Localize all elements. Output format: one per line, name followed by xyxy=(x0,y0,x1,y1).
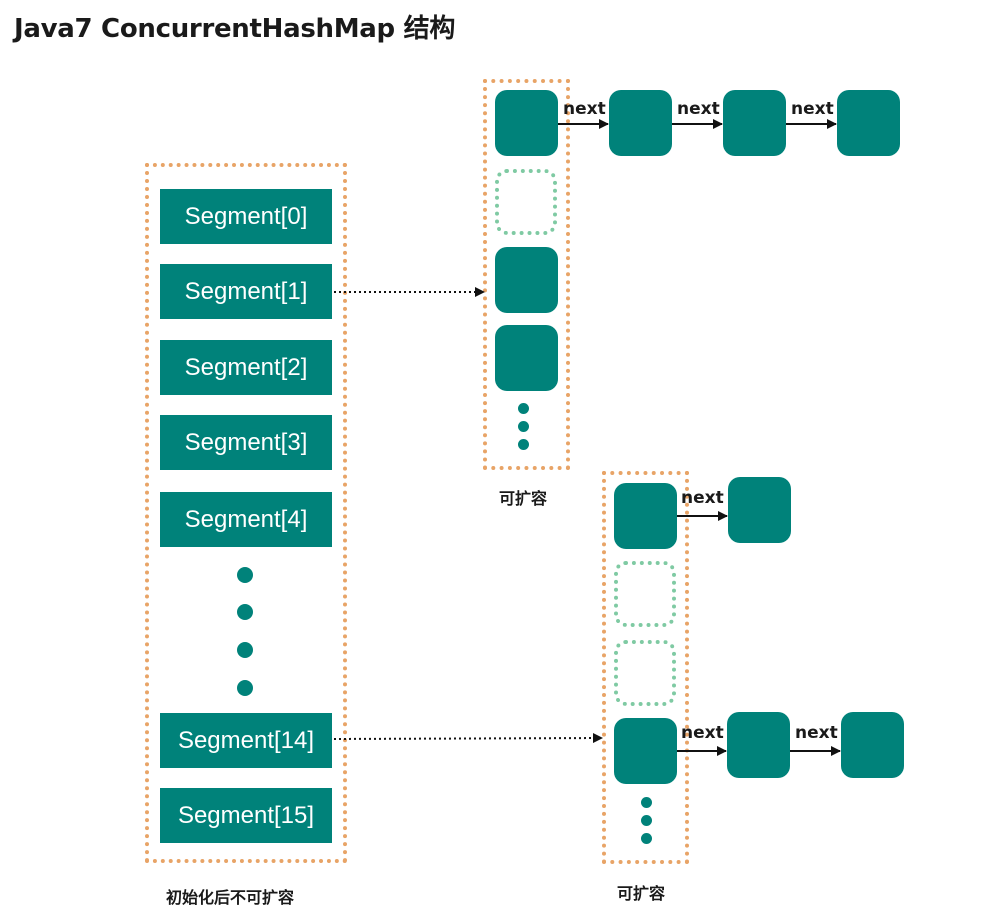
ellipsis-dot xyxy=(641,797,652,808)
upper-chain-node-1 xyxy=(609,90,672,156)
segment-2: Segment[2] xyxy=(160,340,332,395)
ellipsis-dot xyxy=(518,403,529,414)
next-label: next xyxy=(791,99,834,119)
next-label: next xyxy=(681,488,724,508)
ellipsis-dot xyxy=(641,833,652,844)
diagram-title: Java7 ConcurrentHashMap 结构 xyxy=(14,14,456,44)
ellipsis-dot xyxy=(641,815,652,826)
upper-bucket-0 xyxy=(495,90,558,156)
lower-table-caption: 可扩容 xyxy=(617,884,666,903)
next-label: next xyxy=(677,99,720,119)
lower-bucket-3 xyxy=(614,718,677,784)
segment-14: Segment[14] xyxy=(160,713,332,768)
segment14-pointer-arrow xyxy=(333,733,603,744)
lower-chain-node-2 xyxy=(727,712,790,778)
upper-bucket-3 xyxy=(495,325,558,391)
upper-bucket-2 xyxy=(495,247,558,313)
ellipsis-dot xyxy=(237,680,253,696)
lower-chain-node-1 xyxy=(728,477,791,543)
ellipsis-dot xyxy=(518,439,529,450)
segment-0: Segment[0] xyxy=(160,189,332,244)
next-label: next xyxy=(681,723,724,743)
segment-3: Segment[3] xyxy=(160,415,332,470)
next-label: next xyxy=(795,723,838,743)
ellipsis-dot xyxy=(237,604,253,620)
lower-empty-slot xyxy=(614,561,676,627)
segment-1: Segment[1] xyxy=(160,264,332,319)
next-label: next xyxy=(563,99,606,119)
lower-chain-node-3 xyxy=(841,712,904,778)
lower-table-frame xyxy=(602,471,689,864)
segment-array-caption: 初始化后不可扩容 xyxy=(166,888,295,907)
upper-chain-node-3 xyxy=(837,90,900,156)
segment-15: Segment[15] xyxy=(160,788,332,843)
segment-4: Segment[4] xyxy=(160,492,332,547)
upper-chain-node-2 xyxy=(723,90,786,156)
upper-table-frame xyxy=(483,79,570,470)
ellipsis-dot xyxy=(237,642,253,658)
lower-empty-slot xyxy=(614,640,676,706)
upper-empty-slot xyxy=(495,169,557,235)
lower-bucket-0 xyxy=(614,483,677,549)
upper-table-caption: 可扩容 xyxy=(499,489,548,508)
segment-array-frame xyxy=(145,163,347,863)
ellipsis-dot xyxy=(237,567,253,583)
ellipsis-dot xyxy=(518,421,529,432)
